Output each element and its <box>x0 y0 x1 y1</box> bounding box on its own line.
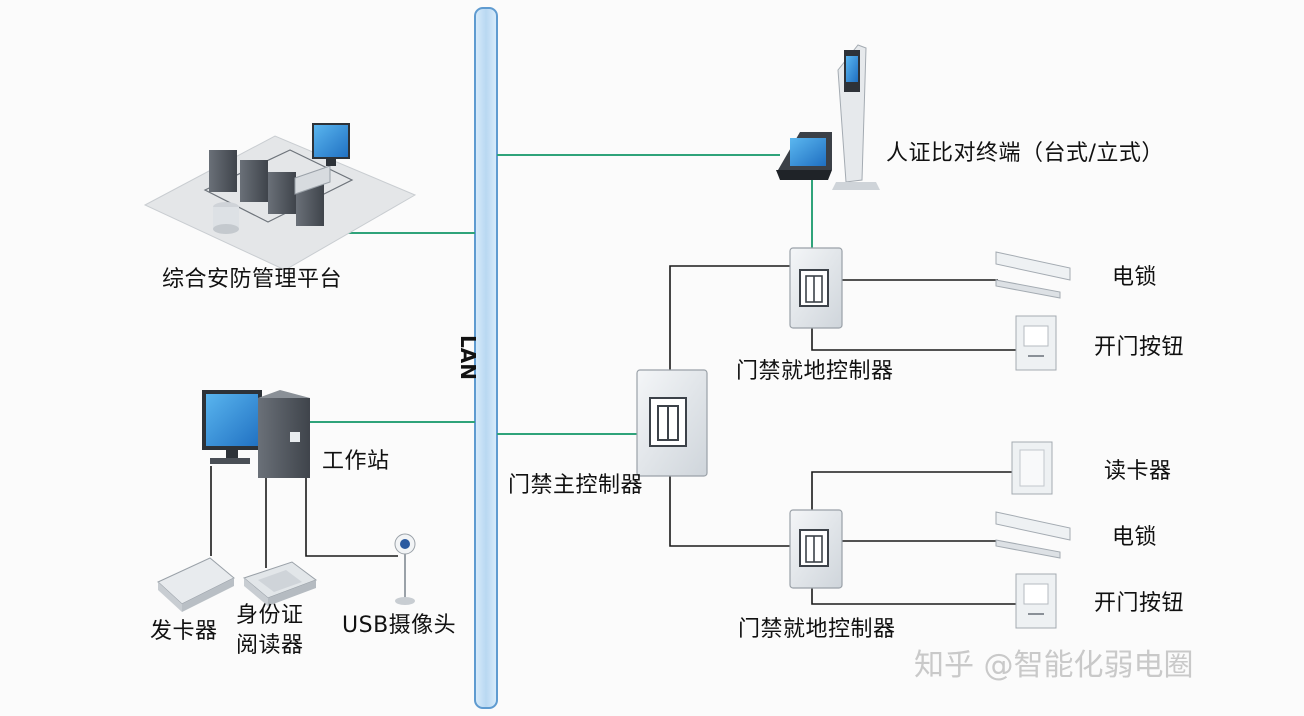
watermark: 知乎 @智能化弱电圈 <box>914 648 1194 683</box>
usb-camera-icon <box>394 533 416 605</box>
platform-label: 综合安防管理平台 <box>162 267 343 292</box>
exit-button-1-icon <box>1015 315 1057 371</box>
exit-button-2-label: 开门按钮 <box>1094 591 1185 616</box>
workstation-icon <box>202 390 310 478</box>
lan-bus <box>474 7 498 709</box>
verify-terminal-label: 人证比对终端（台式/立式） <box>886 141 1164 166</box>
local-controller-2-label: 门禁就地控制器 <box>738 617 896 642</box>
main-controller-icon <box>636 369 708 477</box>
electric-lock-1-icon <box>995 251 1071 299</box>
verify-terminal-icon <box>776 44 880 190</box>
usb-camera-label: USB摄像头 <box>342 613 457 638</box>
local-controller-1-label: 门禁就地控制器 <box>736 359 894 384</box>
lock-1-label: 电锁 <box>1112 265 1158 290</box>
card-reader-icon <box>1011 441 1053 495</box>
main-controller-label: 门禁主控制器 <box>508 473 644 498</box>
device-wires <box>210 265 1016 605</box>
card-issuer-icon <box>157 557 235 612</box>
id-reader-label-line2: 阅读器 <box>236 633 304 658</box>
card-issuer-label: 发卡器 <box>150 619 218 644</box>
wire-main-to-local1 <box>669 265 790 370</box>
id-reader-icon <box>242 561 318 606</box>
wire-local1-button <box>811 328 1016 351</box>
network-links <box>310 154 813 435</box>
exit-button-1-label: 开门按钮 <box>1094 335 1185 360</box>
lan-label: LAN <box>456 335 480 380</box>
wire-ws-camera <box>305 478 398 557</box>
lock-2-label: 电锁 <box>1112 525 1158 550</box>
local-controller-1-icon <box>789 247 843 329</box>
wire-local2-button <box>811 586 1016 605</box>
wire-local2-reader <box>811 471 1012 512</box>
local-controller-2-icon <box>789 509 843 589</box>
id-reader-label-line1: 身份证 <box>236 603 304 628</box>
wire-main-to-local2 <box>669 476 790 547</box>
platform-icon <box>143 123 417 271</box>
electric-lock-2-icon <box>995 511 1071 559</box>
workstation-label: 工作站 <box>322 449 390 474</box>
exit-button-2-icon <box>1015 573 1057 629</box>
card-reader-label: 读卡器 <box>1104 459 1172 484</box>
